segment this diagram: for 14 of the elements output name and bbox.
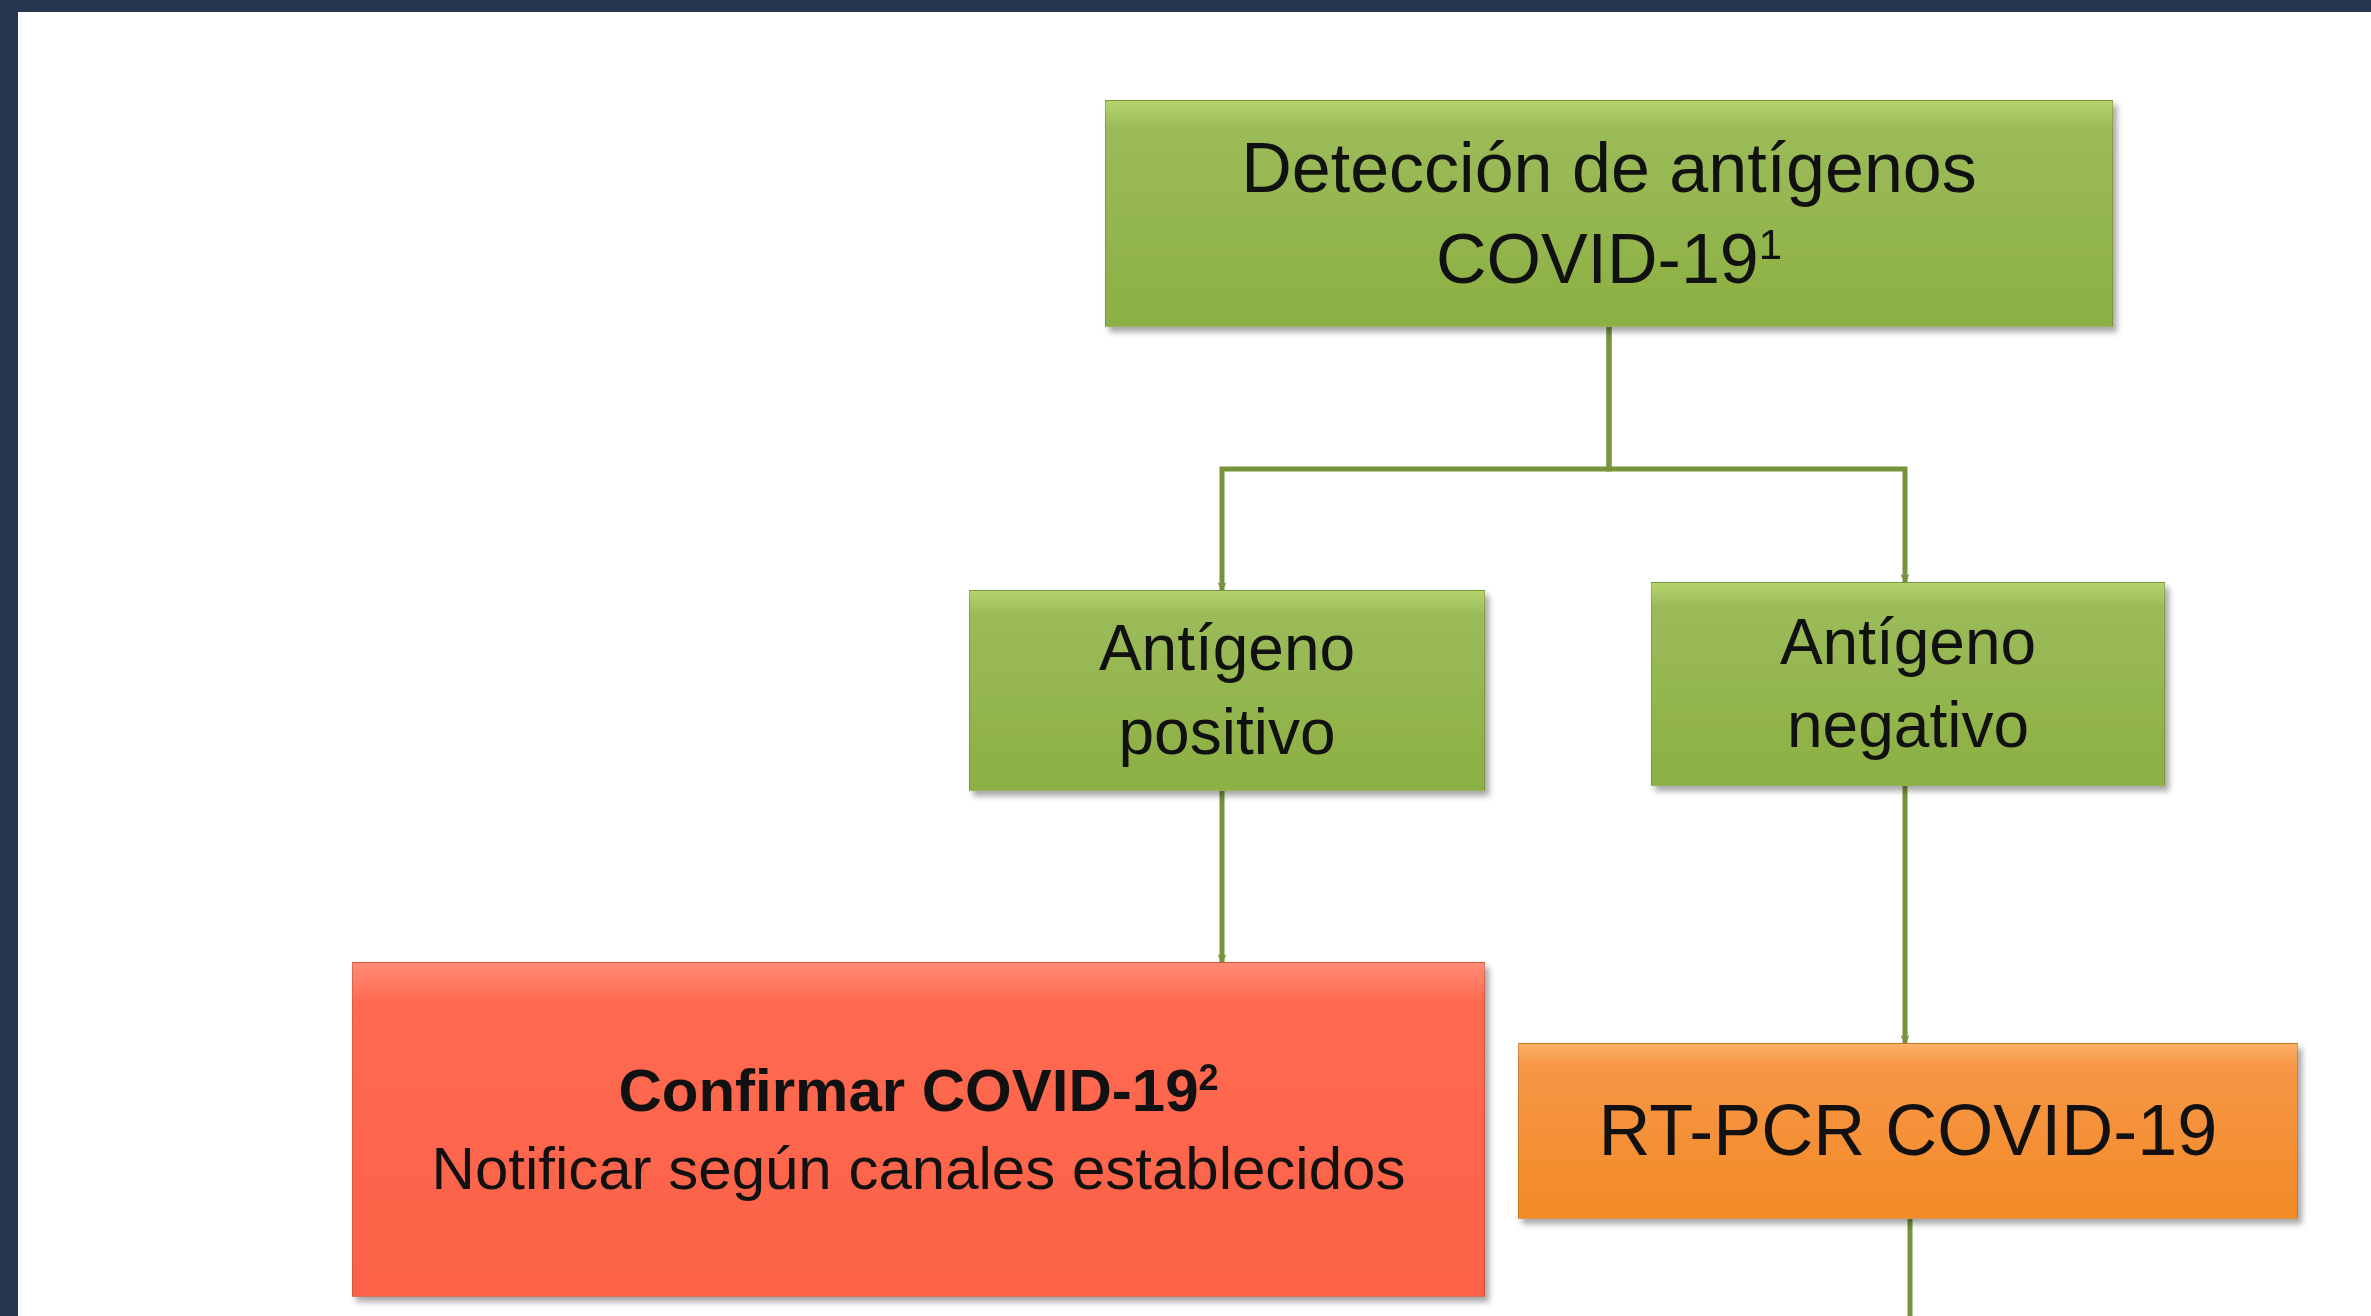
arrow: [1900, 786, 1910, 1044]
box-label: Antígeno positivo: [1097, 611, 1357, 770]
box-label: Confirmar COVID-19$^{2}$: [618, 1055, 1219, 1126]
process-box: [969, 590, 1485, 791]
box-label: RT-PCR COVID-19: [1598, 1089, 2218, 1173]
process-box: [352, 962, 1485, 1297]
arrow: [1606, 327, 1910, 583]
process-box: [1651, 582, 2165, 786]
process-box: [1105, 100, 2113, 327]
box-note: Notificar según canales establecidos: [431, 1133, 1406, 1204]
process-box: [1518, 1043, 2298, 1219]
arrow: [1217, 791, 1227, 963]
box-label: Detección de antígenos COVID-19$^{1}$: [1240, 127, 1978, 300]
box-label: Antígeno negativo: [1778, 604, 2038, 763]
